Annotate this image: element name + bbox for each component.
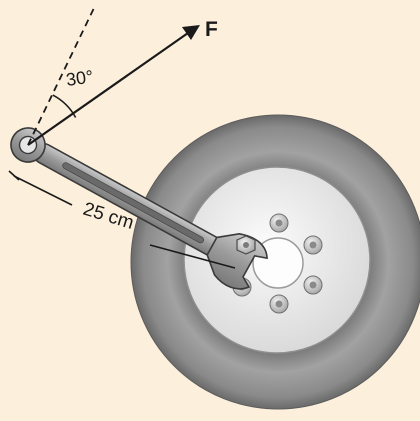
gripped-lug-nut xyxy=(236,235,256,255)
angle-arc xyxy=(52,94,77,118)
dimension-line-end xyxy=(149,244,236,269)
force-arrow xyxy=(27,25,200,146)
lug-nuts xyxy=(232,213,323,314)
dimension-line xyxy=(13,175,73,206)
wrench xyxy=(10,127,268,290)
reference-dashed-line xyxy=(27,7,95,146)
lug-nut xyxy=(269,213,289,233)
length-dimension xyxy=(8,170,236,269)
wheel xyxy=(130,114,420,410)
lug-nut xyxy=(303,275,323,295)
dimension-tick-start xyxy=(8,170,20,181)
lug-nut xyxy=(303,235,323,255)
force-label: F xyxy=(205,18,218,41)
angle-label: 30° xyxy=(65,66,95,90)
lug-nut xyxy=(269,294,289,314)
wrench-groove xyxy=(62,162,205,244)
